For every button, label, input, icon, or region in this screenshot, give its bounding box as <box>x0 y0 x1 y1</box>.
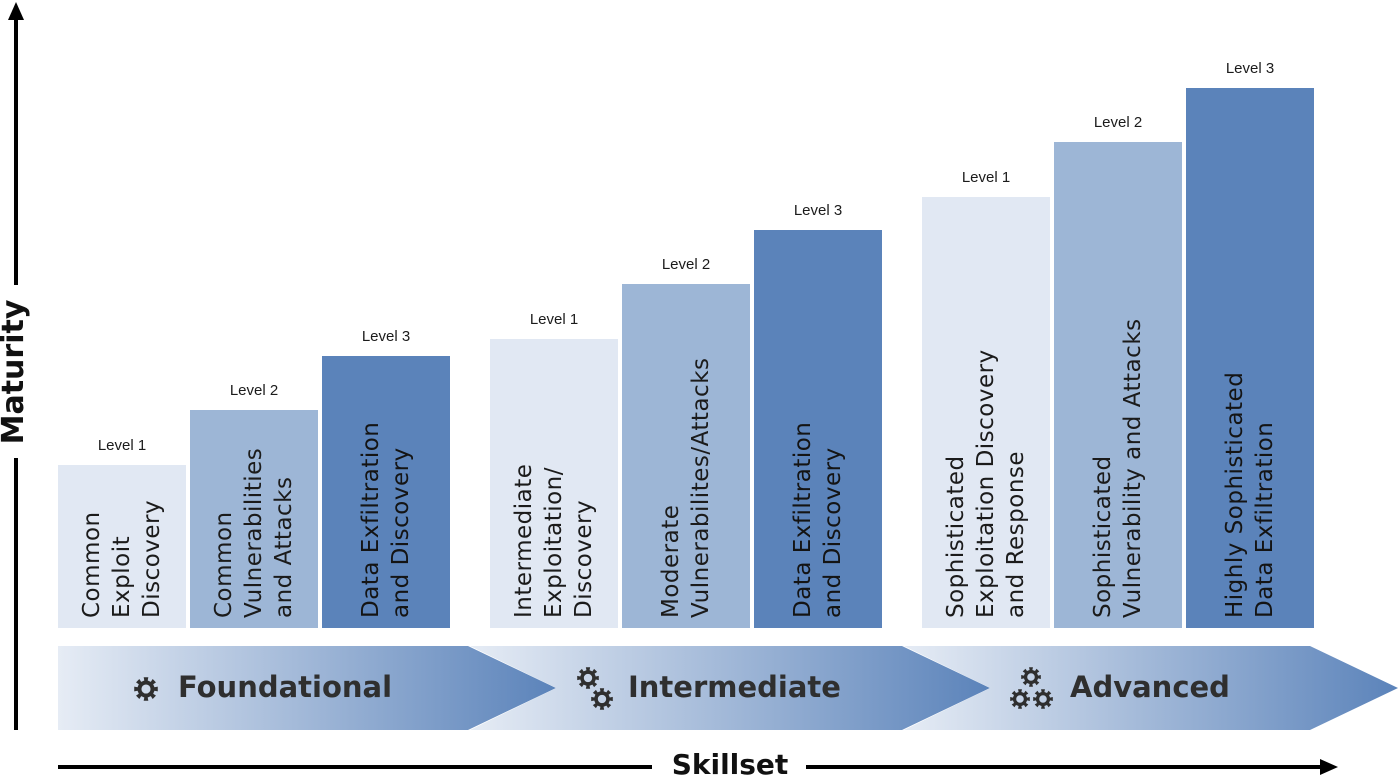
x-axis-title: Skillset <box>671 748 789 781</box>
gear-shape <box>577 667 599 689</box>
gear-shape <box>591 688 613 710</box>
level-label: Level 2 <box>229 382 279 399</box>
description-line: Sophisticated <box>1090 455 1116 618</box>
level-label: Level 3 <box>793 202 843 219</box>
stage-arrow-advanced <box>904 646 1398 730</box>
description-line: Data Exfiltration <box>358 421 384 618</box>
description-line: and Discovery <box>820 447 846 618</box>
description-line: Common <box>211 511 237 618</box>
description-line: Sophisticated <box>943 455 969 618</box>
stage-label-intermediate: Intermediate <box>628 670 841 704</box>
level-label: Level 3 <box>1225 60 1275 77</box>
gear-shape <box>134 677 158 701</box>
description-line: Vulnerabilities <box>241 447 267 618</box>
three-gears-icon <box>1010 667 1053 709</box>
two-gears-icon <box>577 667 613 710</box>
gear-shape <box>1010 689 1030 709</box>
level-label: Level 1 <box>529 311 579 328</box>
description-line: Discovery <box>139 499 165 618</box>
description-line: and Attacks <box>271 476 297 619</box>
y-axis-arrowhead <box>8 2 24 20</box>
description-line: Data Exfiltration <box>790 421 816 618</box>
description-line: Intermediate <box>511 463 537 618</box>
stage-label-foundational: Foundational <box>178 670 393 704</box>
description-line: Data Exfiltration <box>1252 421 1278 618</box>
x-axis-arrowhead <box>1320 759 1338 775</box>
level-label: Level 1 <box>961 169 1011 186</box>
description-line: Exploitation Discovery <box>973 349 999 618</box>
description-line: and Discovery <box>388 447 414 618</box>
gear-shape <box>1021 667 1041 687</box>
level-label: Level 2 <box>661 256 711 273</box>
level-label: Level 1 <box>97 437 147 454</box>
description-line: Exploit <box>109 535 135 618</box>
description-line: Discovery <box>571 499 597 618</box>
stage-label-advanced: Advanced <box>1070 670 1230 704</box>
description-line: Vulnerability and Attacks <box>1120 318 1146 618</box>
stage-arrow-foundational <box>58 646 556 730</box>
level-label: Level 3 <box>361 328 411 345</box>
y-axis-title: Maturity <box>0 299 31 445</box>
level-label: Level 2 <box>1093 114 1143 131</box>
description-line: Highly Sophisticated <box>1222 371 1248 618</box>
gear-icon <box>134 677 158 701</box>
stage-arrow-intermediate <box>470 646 990 730</box>
description-line: Exploitation/ <box>541 466 567 618</box>
description-line: and Response <box>1003 450 1029 618</box>
description-line: Common <box>79 511 105 618</box>
description-line: Moderate <box>658 504 684 618</box>
description-line: Vulnerabilites/Attacks <box>688 357 714 619</box>
gear-shape <box>1033 689 1053 709</box>
